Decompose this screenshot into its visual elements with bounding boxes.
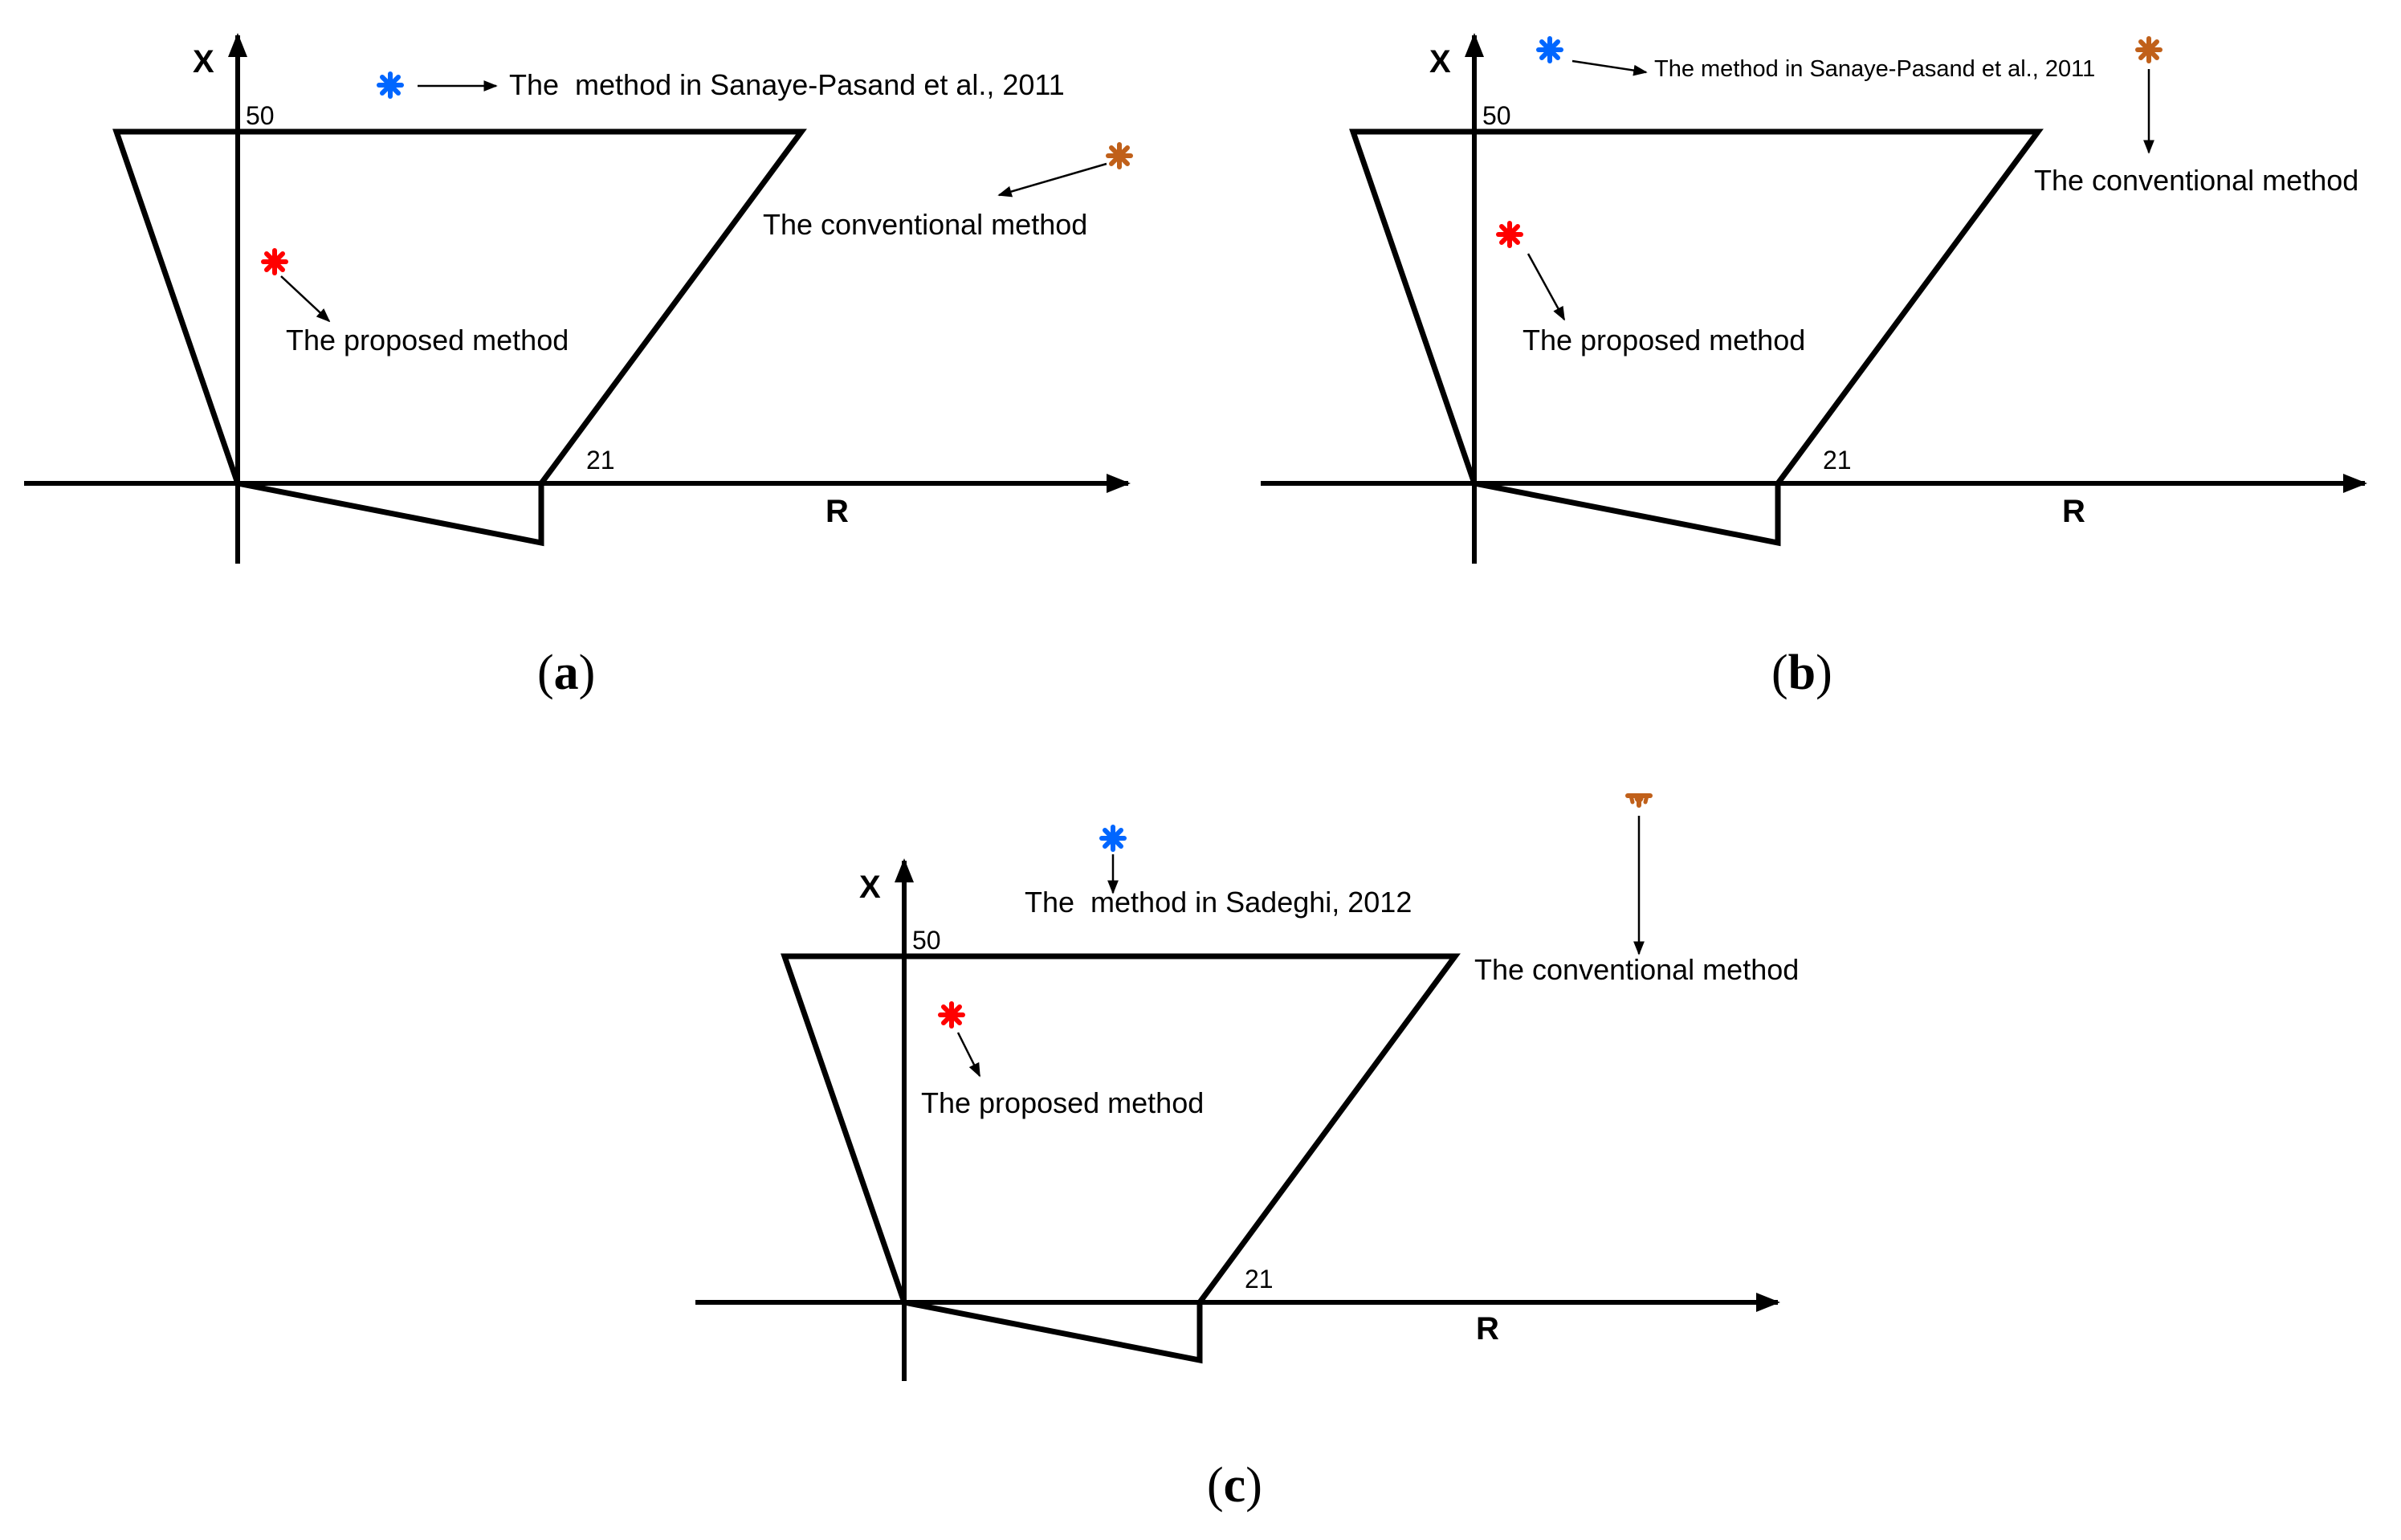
panel-caption: (c) [1207,1458,1262,1513]
proposed-method-label: The proposed method [1523,324,1805,356]
proposed-marker-icon [263,251,286,273]
conventional-method-label: The conventional method [2034,164,2358,197]
r-axis-label: R [825,494,849,529]
y-tick-50: 50 [1482,101,1511,130]
x-axis-label: X [193,44,214,79]
proposed-marker-icon [1498,223,1521,246]
reference-method-label: The method in Sadeghi, 2012 [1025,886,1412,919]
reference-marker-icon [379,74,402,96]
x-tick-21: 21 [1823,446,1852,475]
panel-a: X R 50 21 The method in Sanaye-Pasand et… [24,33,1131,700]
x-axis-label: X [859,870,881,905]
proposed-pointer-arrow [280,275,331,323]
protection-zone-outline [1349,128,2044,547]
reference-method-label: The method in Sanaye-Pasand et al., 2011 [509,68,1065,101]
proposed-marker-icon [940,1004,963,1026]
panel-caption-letter: b [1788,646,1816,700]
proposed-pointer-arrow [956,1032,981,1078]
reference-method-label: The method in Sanaye-Pasand et al., 2011 [1654,56,2095,82]
proposed-pointer-arrow [1527,253,1566,321]
y-tick-50: 50 [912,926,941,955]
reference-marker-icon [1539,39,1561,61]
conventional-method-label: The conventional method [763,208,1087,241]
conventional-marker-icon [1108,145,1131,167]
proposed-method-label: The proposed method [921,1086,1204,1119]
r-axis-label: R [1476,1311,1499,1346]
reference-pointer-arrow [1571,59,1648,76]
conventional-pointer-arrow [997,162,1107,198]
protection-zone-outline [112,128,807,547]
proposed-method-label: The proposed method [286,324,569,356]
x-tick-21: 21 [1245,1265,1274,1294]
y-tick-50: 50 [246,101,275,130]
r-axis-label: R [2062,494,2085,529]
panel-caption: (a) [537,646,595,700]
panel-caption: (b) [1771,646,1832,700]
x-axis-label: X [1429,44,1451,79]
half-asterisk-marker-icon [1628,794,1650,805]
conventional-method-label: The conventional method [1474,953,1799,986]
protection-zone-outline [781,953,1461,1364]
conventional-marker-icon [2138,39,2160,61]
panel-caption-letter: a [554,646,579,700]
panel-caption-letter: c [1224,1458,1246,1513]
reference-marker-icon [1102,827,1124,849]
panel-b: X R 50 21 The method in Sanaye-Pasand et… [1261,33,2367,700]
panel-c: X R 50 21 The method in Sadeghi, 2012 Th… [695,794,1799,1513]
x-tick-21: 21 [586,446,615,475]
